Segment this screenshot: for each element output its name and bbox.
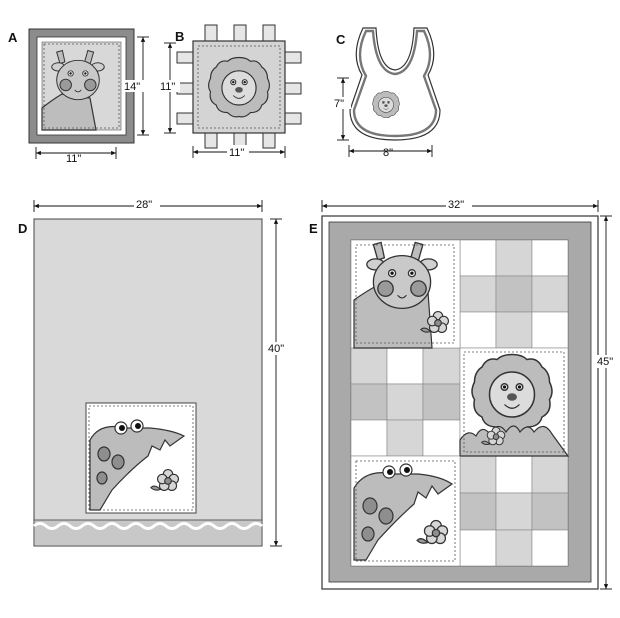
giraffe-applique [41,49,105,131]
bib-lion-applique [372,91,400,118]
item-a-height-label: 14" [124,81,140,93]
item-a-width-label: 11" [66,153,81,165]
rickrack-trim [33,522,263,530]
item-b-height-label: 11" [160,81,175,93]
blanket-band [33,519,263,547]
item-d-letter: D [18,221,27,236]
item-e-letter: E [309,221,318,236]
lion-block [459,347,570,457]
patchwork-block-top-right [459,239,569,349]
crocodile-block [350,455,461,567]
item-d-height-label: 40" [268,343,284,355]
item-c-width-label: 8" [383,147,393,159]
stitching [43,43,120,129]
crocodile-panel [85,402,197,514]
item-c-height-label: 7" [334,98,344,110]
item-e-height-label: 45" [597,356,613,368]
item-a-letter: A [8,30,18,45]
lion-applique [208,56,270,118]
patchwork-block-bottom-right [459,455,569,567]
ribbon-tags [176,24,302,149]
giraffe-block [350,239,461,349]
item-b-width-label: 11" [229,147,244,159]
item-a-framed-picture: A 11" 14" [8,28,149,165]
item-b-letter: B [175,29,184,44]
item-c-letter: C [336,32,346,47]
bib-shape [349,27,441,141]
item-c-bib: C 8" 7" [333,27,441,159]
patchwork-block-middle-left [350,347,461,457]
item-d-width-label: 28" [136,199,152,211]
item-e-width-label: 32" [448,199,464,211]
bib-binding [352,29,438,138]
item-e-quilt: E 32" [309,198,618,590]
item-d-blanket: D 28" 40" [18,198,290,547]
item-b-tag-blanket: B 11" 11" [160,24,302,159]
